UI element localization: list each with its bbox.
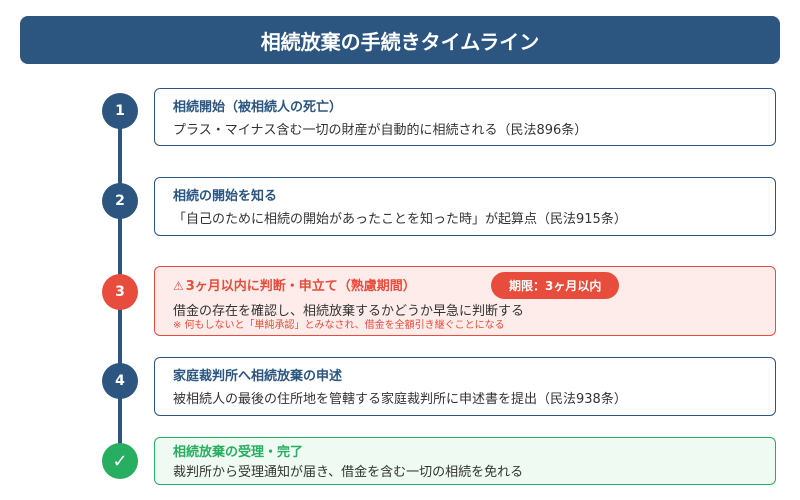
step-3-marker: 3	[102, 274, 138, 310]
step-4-card: 家庭裁判所へ相続放棄の申述 被相続人の最後の住所地を管轄する家庭裁判所に申述書を…	[154, 357, 776, 416]
step-3-title: 3ヶ月以内に判断・申立て（熟慮期間）	[185, 279, 416, 294]
step-4-marker: 4	[102, 363, 138, 399]
step-3-description: 借金の存在を確認し、相続放棄するかどうか早急に判断する	[173, 304, 525, 319]
step-4-description: 被相続人の最後の住所地を管轄する家庭裁判所に申述書を提出（民法938条）	[173, 392, 627, 407]
step-5-description: 裁判所から受理通知が届き、借金を含む一切の相続を免れる	[173, 465, 524, 480]
step-3-title-row: ⚠3ヶ月以内に判断・申立て（熟慮期間）	[173, 277, 757, 296]
step-2-title: 相続の開始を知る	[173, 189, 278, 204]
step-1-marker: 1	[102, 93, 138, 129]
step-5-title: 相続放棄の受理・完了	[173, 445, 304, 460]
checkmark-icon: ✓	[102, 443, 138, 479]
warning-triangle-icon: ⚠	[173, 279, 184, 293]
step-1-title: 相続開始（被相続人の死亡）	[173, 100, 343, 115]
step-3-note: ※ 何もしないと「単純承認」とみなされ、借金を全額引き継ぐことになる	[173, 320, 505, 331]
step-1-description: プラス・マイナス含む一切の財産が自動的に相続される（民法896条）	[173, 123, 588, 138]
deadline-badge: 期限：3ヶ月以内	[491, 272, 620, 299]
step-2-card: 相続の開始を知る 「自己のために相続の開始があったことを知った時」が起算点（民法…	[154, 177, 776, 236]
step-1-card: 相続開始（被相続人の死亡） プラス・マイナス含む一切の財産が自動的に相続される（…	[154, 88, 776, 146]
step-5-card: 相続放棄の受理・完了 裁判所から受理通知が届き、借金を含む一切の相続を免れる	[154, 437, 776, 485]
step-4-title: 家庭裁判所へ相続放棄の申述	[173, 369, 343, 384]
step-3-card: ⚠3ヶ月以内に判断・申立て（熟慮期間） 期限：3ヶ月以内 借金の存在を確認し、相…	[154, 266, 776, 336]
step-2-marker: 2	[102, 183, 138, 219]
step-2-description: 「自己のために相続の開始があったことを知った時」が起算点（民法915条）	[173, 212, 627, 227]
page-title: 相続放棄の手続きタイムライン	[20, 16, 780, 64]
